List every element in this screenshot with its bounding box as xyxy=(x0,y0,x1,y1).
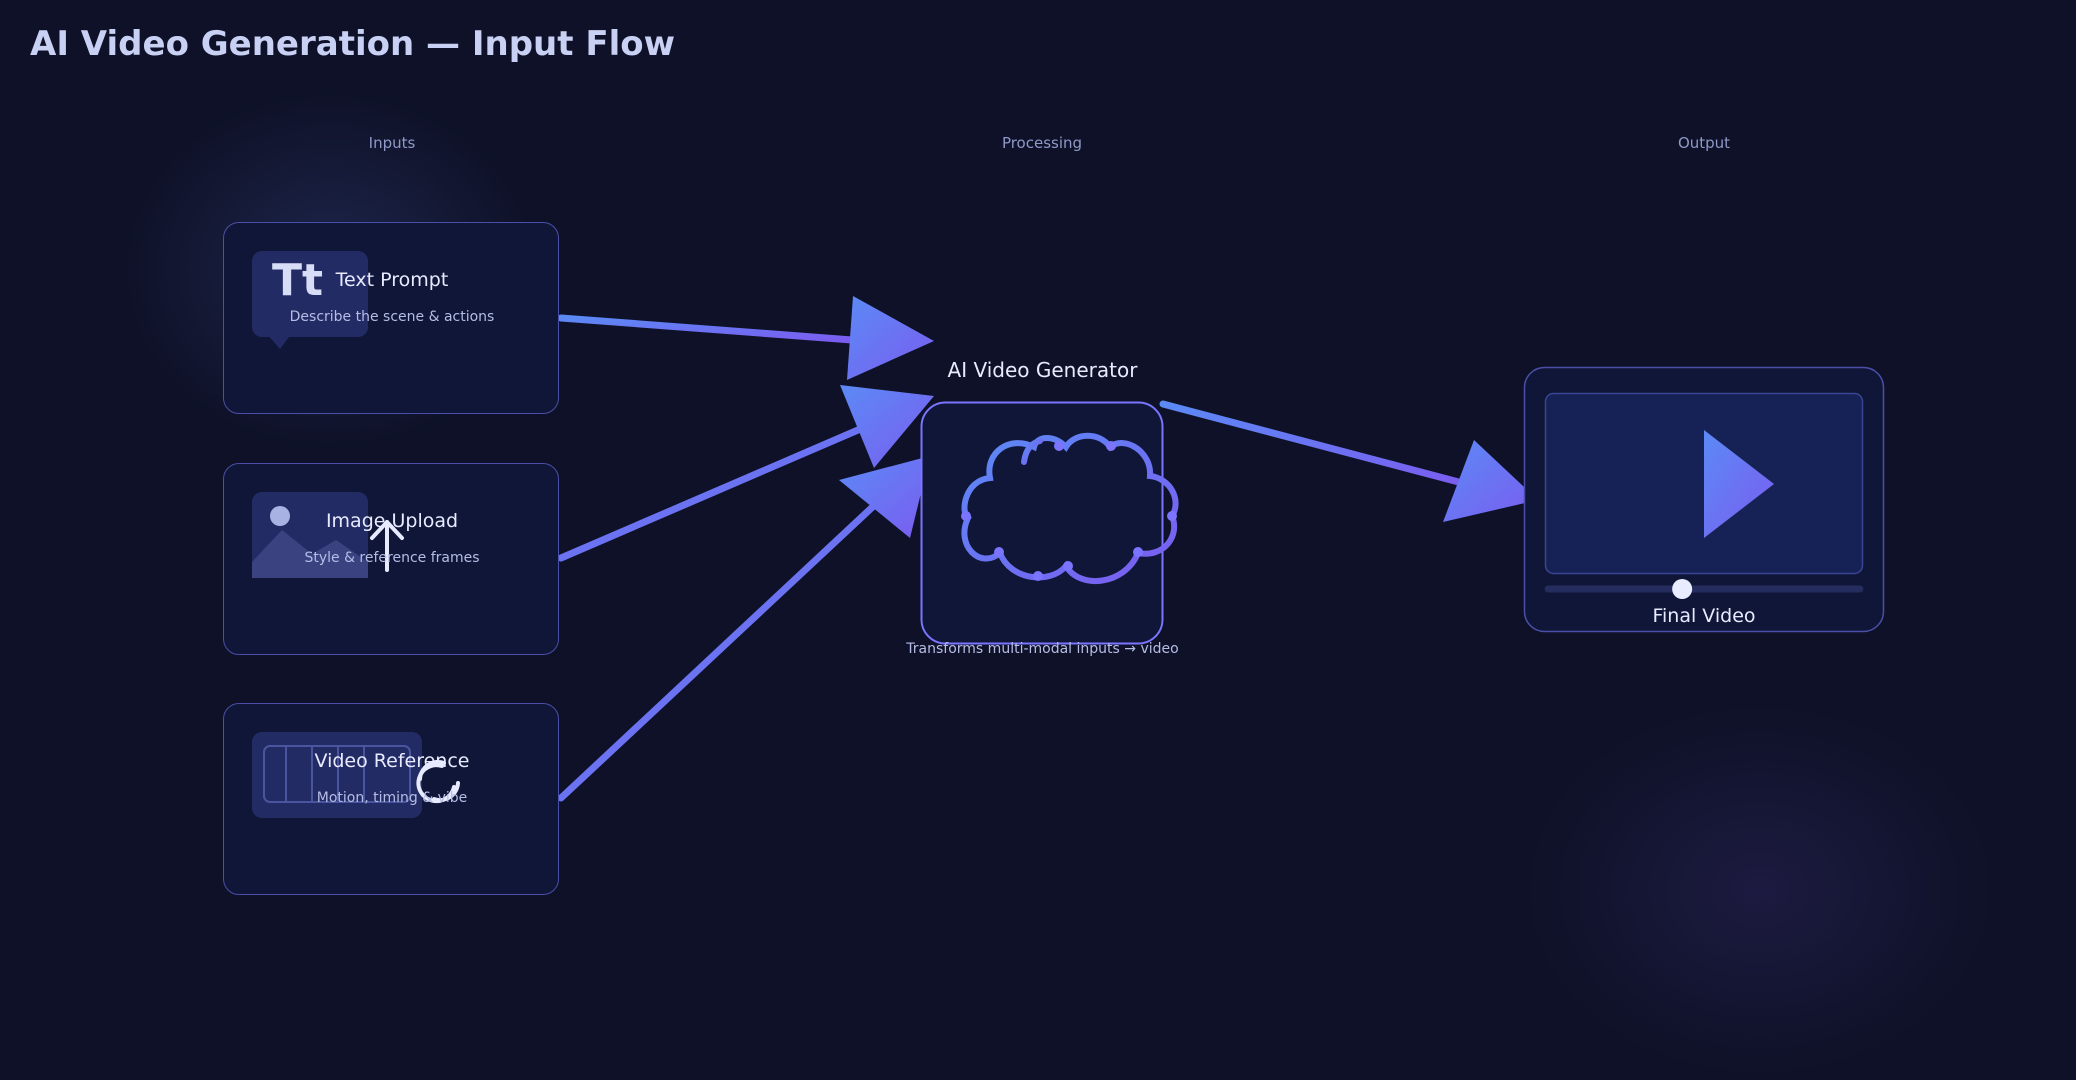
progress-knob xyxy=(1672,579,1693,599)
flow-connectors xyxy=(557,296,1885,802)
card-title: Image Upload xyxy=(325,510,459,532)
input-card-image-upload[interactable]: Image Upload Style & reference frames xyxy=(223,463,559,655)
card-subtitle: Describe the scene & actions xyxy=(289,309,495,325)
connector-generator-to-output xyxy=(1159,400,1474,489)
column-label-processing: Processing xyxy=(1001,134,1083,152)
cloud-nodes xyxy=(961,441,1177,581)
refresh-icon xyxy=(416,759,460,804)
generator-subtitle: Transforms multi-modal inputs → video xyxy=(906,641,1179,657)
input-card-text-prompt[interactable]: Tt Text Prompt Describe the scene & acti… xyxy=(223,222,559,414)
connector-image-to-generator xyxy=(557,426,862,562)
arrowhead xyxy=(839,456,930,538)
arrowhead xyxy=(1443,440,1538,522)
connector-video-to-generator xyxy=(557,496,884,802)
video-reference-icon xyxy=(252,732,422,818)
connector-text-to-generator xyxy=(557,314,856,344)
output-title: Final Video xyxy=(1652,605,1756,627)
image-upload-icon xyxy=(252,492,368,578)
card-title: Text Prompt xyxy=(335,269,449,291)
page-title: AI Video Generation — Input Flow xyxy=(30,24,675,64)
play-icon xyxy=(1704,430,1774,538)
text-icon-glyph: Tt xyxy=(272,255,324,306)
card-subtitle: Style & reference frames xyxy=(304,550,480,566)
text-icon xyxy=(252,251,368,337)
arrowhead xyxy=(847,296,934,380)
background-glow xyxy=(1520,700,2000,1080)
upload-arrow-icon xyxy=(370,520,404,572)
speech-tail xyxy=(266,333,292,349)
column-label-output: Output xyxy=(1677,134,1731,152)
arrowhead xyxy=(840,385,934,468)
card-subtitle: Motion, timing & vibe xyxy=(316,790,468,806)
generator-title: AI Video Generator xyxy=(947,358,1138,382)
input-card-video-reference[interactable]: Video Reference Motion, timing & vibe xyxy=(223,703,559,895)
card-title: Video Reference xyxy=(314,750,470,772)
column-label-inputs: Inputs xyxy=(368,134,416,152)
